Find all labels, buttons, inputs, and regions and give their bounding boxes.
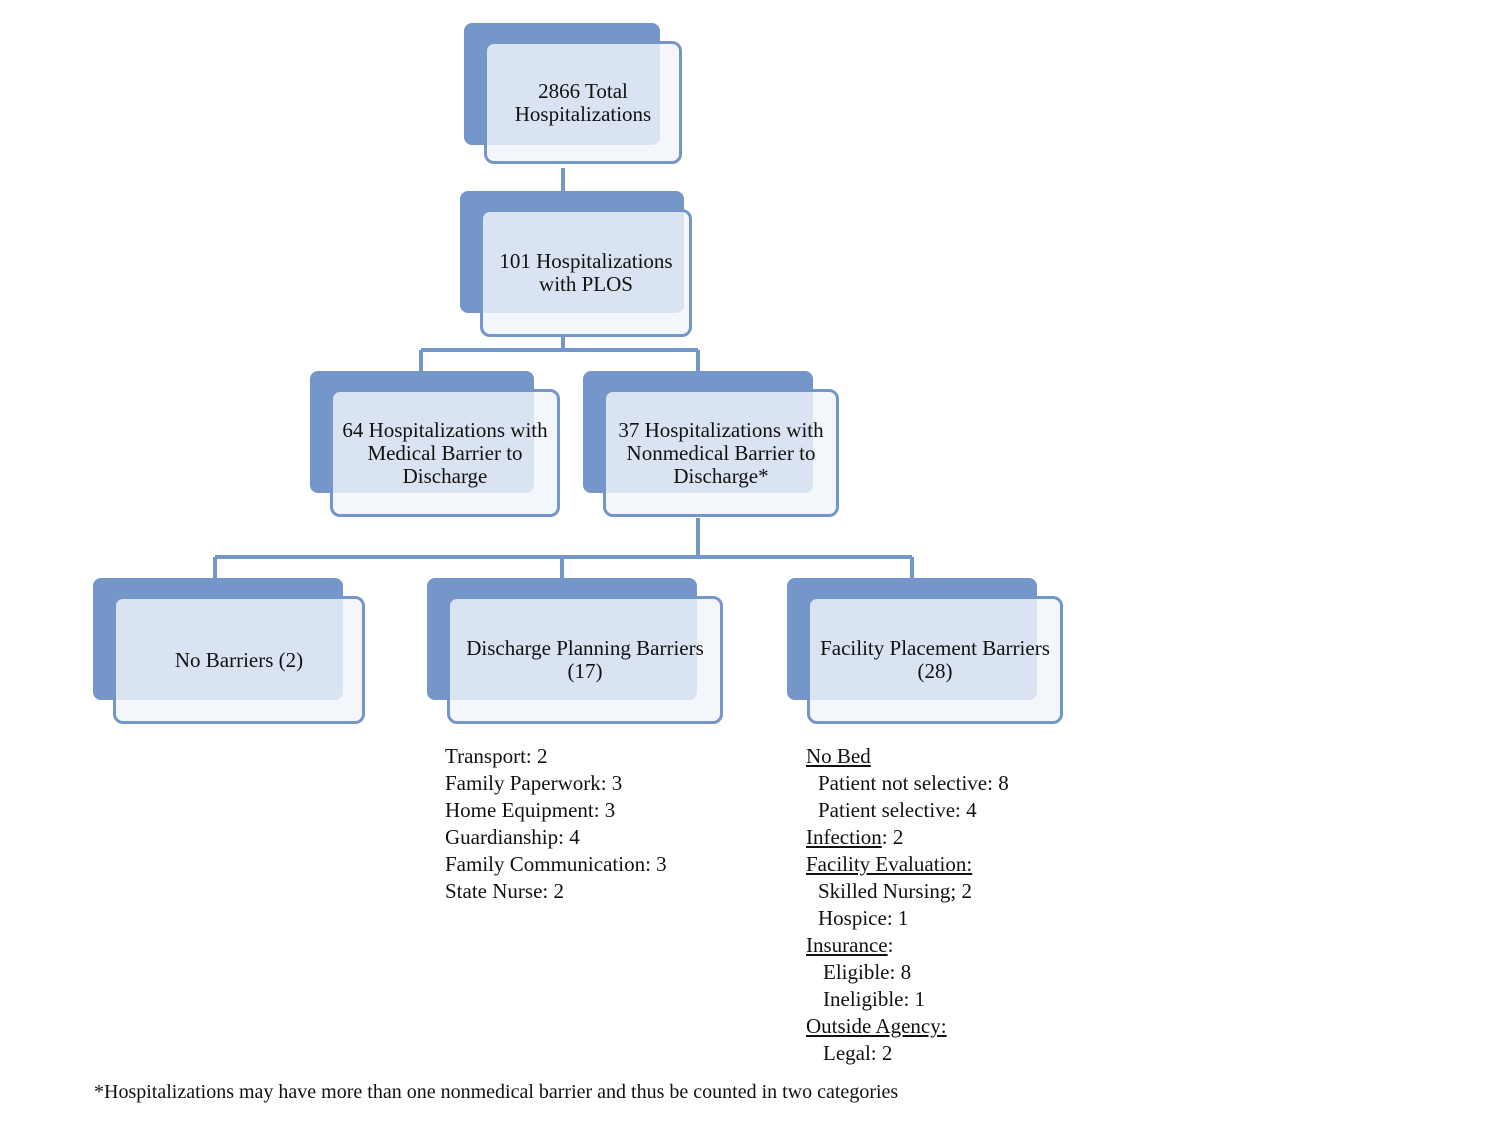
facility-placement-list: No Bed Patient not selective: 8 Patient … [806,743,1009,1067]
list-item: Patient not selective: 8 [818,771,1009,795]
node-plos-label: 101 Hospitalizations with PLOS [499,249,673,296]
list-item: Legal: 2 [823,1041,893,1065]
node-medical-label: 64 Hospitalizations with Medical Barrier… [342,417,548,488]
list-item: Family Paperwork: 3 [445,771,623,795]
list-heading: Infection: 2 [806,825,904,849]
list-item: Hospice: 1 [818,906,909,930]
discharge-planning-list: Transport: 2 Family Paperwork: 3 Home Eq… [445,743,667,905]
footnote: *Hospitalizations may have more than one… [94,1081,899,1103]
list-item: Family Communication: 3 [445,852,667,876]
node-facility-label: Facility Placement Barriers (28) [820,636,1050,683]
list-item: Ineligible: 1 [823,987,926,1011]
node-discharge-label: Discharge Planning Barriers (17) [466,636,704,683]
list-item: State Nurse: 2 [445,879,564,903]
list-item: Eligible: 8 [823,960,912,984]
list-item: Patient selective: 4 [818,798,977,822]
list-heading: Facility Evaluation: [806,852,973,876]
list-heading: Outside Agency: [806,1014,947,1038]
list-item: Guardianship: 4 [445,825,580,849]
list-item: Skilled Nursing; 2 [818,879,973,903]
list-heading: No Bed [806,744,871,768]
node-nonmedical-label: 37 Hospitalizations with Nonmedical Barr… [618,417,824,488]
node-total-label: 2866 Total Hospitalizations [514,78,652,126]
list-heading: Insurance: [806,933,894,957]
list-item: Home Equipment: 3 [445,798,616,822]
list-item: Transport: 2 [445,744,548,768]
node-no-barriers-label: No Barriers (2) [174,647,304,672]
